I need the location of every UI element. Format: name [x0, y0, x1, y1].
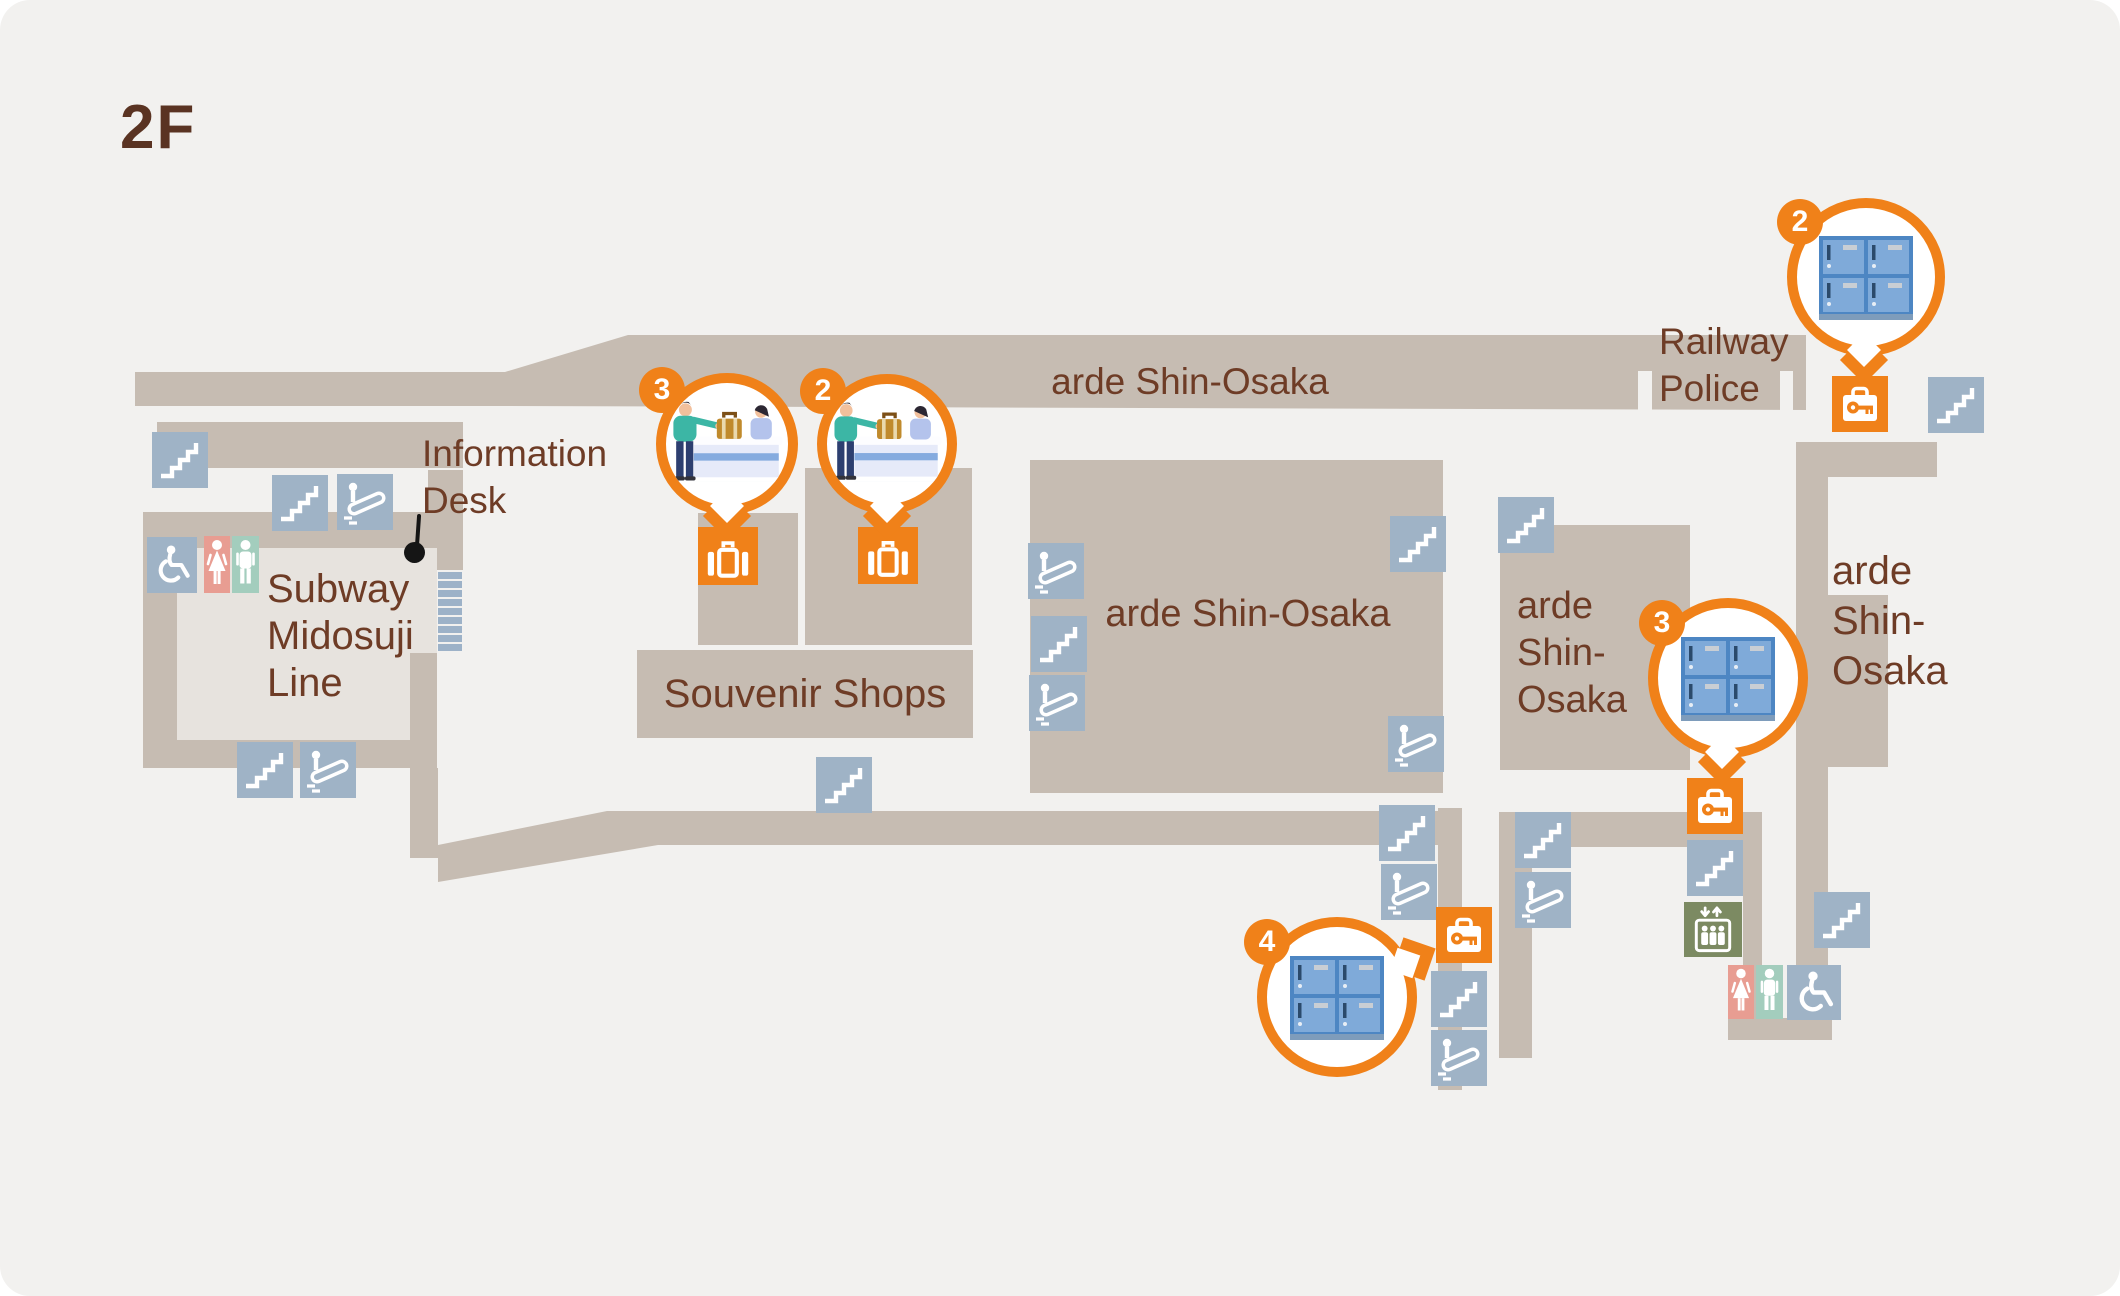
baggage-counter-illustration — [827, 396, 947, 492]
railway-police-label: Railway Police — [1659, 321, 1789, 409]
escalator-icon — [1381, 864, 1437, 920]
escalator-icon — [1028, 543, 1084, 599]
ticket-gates-icon — [438, 572, 462, 653]
callout-number-badge: 2 — [1777, 199, 1823, 245]
baggage-counter-illustration — [666, 395, 788, 493]
men-restroom-icon — [1756, 965, 1783, 1019]
callout-number-badge: 3 — [639, 367, 685, 413]
souvenir-shops-label: Souvenir Shops — [663, 671, 947, 716]
wheelchair-icon — [1787, 965, 1841, 1020]
coin-locker-icon — [1687, 778, 1743, 834]
stairs-icon — [1928, 377, 1984, 433]
subway-midosuji-label: Subway Midosuji Line — [267, 567, 414, 705]
information-desk-label: Information Desk — [422, 433, 608, 521]
coin-locker-illustration — [1287, 954, 1387, 1040]
stairs-icon — [1814, 892, 1870, 948]
wheelchair-icon — [147, 537, 197, 593]
stairs-icon — [1031, 616, 1087, 672]
stairs-icon — [272, 475, 328, 531]
floor-title: 2F — [120, 93, 197, 162]
mid-right-block-label: arde Shin- Osaka — [1517, 585, 1627, 721]
callout-number-badge: 4 — [1244, 919, 1290, 965]
women-restroom-icon — [204, 536, 230, 593]
coin-locker-icon — [1436, 907, 1492, 963]
escalator-icon — [1431, 1030, 1487, 1086]
east-side-label: arde Shin- Osaka — [1832, 549, 1948, 693]
callout-number-badge: 3 — [1639, 600, 1685, 646]
stairs-icon — [237, 742, 293, 798]
escalator-icon — [1388, 716, 1444, 772]
stairs-icon — [1431, 971, 1487, 1027]
top-corridor-label: arde Shin-Osaka — [1051, 361, 1329, 402]
central-block-label: arde Shin-Osaka — [1105, 593, 1391, 635]
stairs-icon — [1379, 805, 1435, 861]
coin-locker-icon — [1832, 376, 1888, 432]
escalator-icon — [1029, 675, 1085, 731]
stairs-icon — [152, 432, 208, 488]
escalator-icon — [300, 742, 356, 798]
stairs-icon — [816, 757, 872, 813]
elevator-icon — [1684, 902, 1742, 957]
escalator-icon — [337, 474, 393, 530]
coin-locker-illustration — [1816, 234, 1916, 320]
stairs-icon — [1687, 840, 1743, 896]
stairs-icon — [1498, 497, 1554, 553]
stairs-icon — [1515, 812, 1571, 868]
women-restroom-icon — [1728, 965, 1754, 1019]
men-restroom-icon — [232, 536, 259, 593]
stairs-icon — [1390, 516, 1446, 572]
information-desk-pin-head — [404, 542, 425, 563]
callout-number-badge: 2 — [800, 368, 846, 414]
coin-locker-illustration — [1678, 635, 1778, 721]
escalator-icon — [1515, 872, 1571, 928]
